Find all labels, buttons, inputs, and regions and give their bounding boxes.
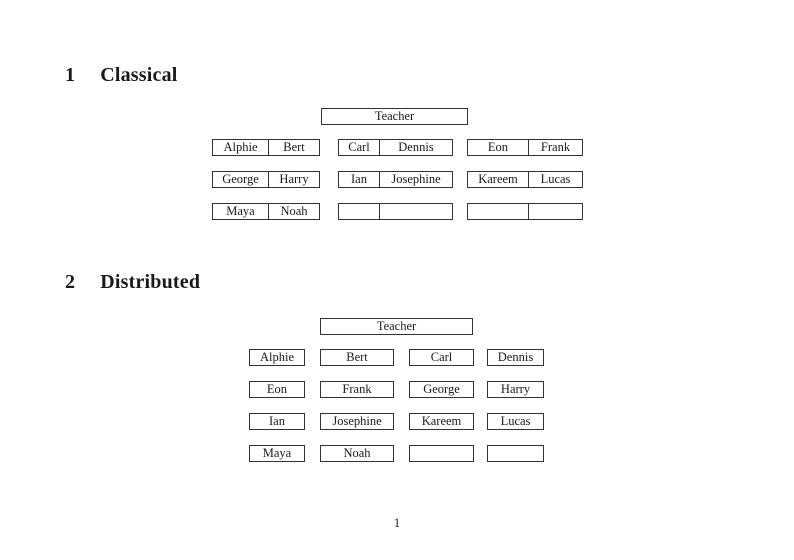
- seat-box-empty: [487, 445, 544, 462]
- section-number: 2: [65, 271, 76, 293]
- seat-cell: Noah: [280, 204, 308, 218]
- seat-cell: Kareem: [468, 172, 529, 187]
- seat-box: Alphie: [249, 349, 305, 366]
- seat-cell: Frank: [540, 140, 571, 154]
- seat-cell: Maya: [213, 204, 269, 219]
- seat-cell: Alphie: [213, 140, 269, 155]
- teacher-box-distributed: Teacher: [320, 318, 473, 335]
- seat-pair-box: Ian Josephine: [338, 171, 453, 188]
- seat-pair-box: Maya Noah: [212, 203, 320, 220]
- seat-box: Kareem: [409, 413, 474, 430]
- seat-box: Josephine: [320, 413, 394, 430]
- seat-pair-box-empty: [338, 203, 453, 220]
- seat-box: Noah: [320, 445, 394, 462]
- seat-pair-box: Alphie Bert: [212, 139, 320, 156]
- seat-cell: Eon: [468, 140, 529, 155]
- seat-box: Ian: [249, 413, 305, 430]
- section-heading-distributed: 2 Distributed: [65, 271, 200, 293]
- seat-pair-box: Kareem Lucas: [467, 171, 583, 188]
- seat-pair-box-empty: [467, 203, 583, 220]
- seat-box: Dennis: [487, 349, 544, 366]
- seat-cell: Harry: [279, 172, 309, 186]
- seat-cell: Ian: [339, 172, 380, 187]
- seat-cell: George: [213, 172, 269, 187]
- seat-cell: [529, 204, 582, 219]
- seat-pair-box: George Harry: [212, 171, 320, 188]
- seat-cell: Josephine: [391, 172, 441, 186]
- seat-box: Carl: [409, 349, 474, 366]
- section-heading-classical: 1 Classical: [65, 64, 178, 86]
- seat-cell: Carl: [339, 140, 380, 155]
- seat-cell: Bert: [283, 140, 305, 154]
- seat-cell: [468, 204, 529, 219]
- page-number: 1: [393, 516, 401, 530]
- seat-box: Maya: [249, 445, 305, 462]
- seat-cell: [339, 204, 380, 219]
- seat-box: Lucas: [487, 413, 544, 430]
- seat-cell: Lucas: [540, 172, 571, 186]
- teacher-label: Teacher: [376, 319, 417, 333]
- teacher-box-classical: Teacher: [321, 108, 468, 125]
- seat-pair-box: Eon Frank: [467, 139, 583, 156]
- seat-box: George: [409, 381, 474, 398]
- seat-cell: Dennis: [398, 140, 434, 154]
- seat-pair-box: Carl Dennis: [338, 139, 453, 156]
- seat-box-empty: [409, 445, 474, 462]
- seat-box: Eon: [249, 381, 305, 398]
- seat-box: Bert: [320, 349, 394, 366]
- seat-box: Frank: [320, 381, 394, 398]
- section-title: Classical: [100, 64, 178, 86]
- seat-cell: [380, 204, 452, 219]
- section-title: Distributed: [100, 271, 201, 293]
- seat-box: Harry: [487, 381, 544, 398]
- teacher-label: Teacher: [374, 109, 415, 123]
- section-number: 1: [65, 64, 76, 86]
